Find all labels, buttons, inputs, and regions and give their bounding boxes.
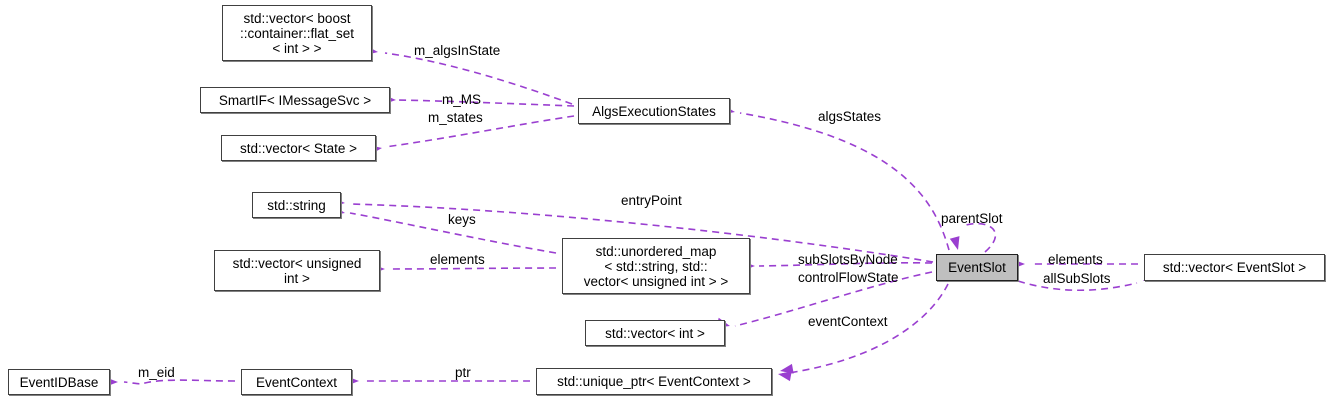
node-label-std_string: std::string xyxy=(267,197,326,213)
node-label-smartif: SmartIF< IMessageSvc > xyxy=(218,92,372,108)
node-event_slot[interactable]: EventSlot xyxy=(936,254,1018,281)
arrow-parentslot-self xyxy=(949,236,960,250)
edge-label-m_algsInState: m_algsInState xyxy=(414,43,501,58)
edge-label-controlFlowState: controlFlowState xyxy=(798,270,899,285)
edge-label-allSubSlots: allSubSlots xyxy=(1043,271,1111,286)
edge-algsStates xyxy=(739,112,950,251)
node-label-algs_exec_states: AlgsExecutionStates xyxy=(592,103,716,119)
node-event_id_base[interactable]: EventIDBase xyxy=(8,369,110,395)
node-unordered_map[interactable]: std::unordered_map < std::string, std:: … xyxy=(562,238,750,294)
edge-label-elements_right: elements xyxy=(1048,252,1103,267)
node-label-event_slot: EventSlot xyxy=(948,260,1006,275)
edge-label-keys: keys xyxy=(448,212,476,227)
edge-eventContext xyxy=(781,283,949,375)
edge-label-subSlotsByNode: subSlotsByNode xyxy=(798,252,898,267)
edge-label-eventContext: eventContext xyxy=(808,314,888,329)
node-vector_flat_set[interactable]: std::vector< boost ::container::flat_set… xyxy=(222,5,372,61)
edge-mMS xyxy=(397,99,575,107)
edge-label-m_states: m_states xyxy=(428,110,483,125)
edge-label-algsStates: algsStates xyxy=(818,109,882,124)
edge-parentSlot xyxy=(962,222,997,253)
node-event_context[interactable]: EventContext xyxy=(241,369,352,395)
node-label-vector_flat_set: std::vector< boost ::container::flat_set… xyxy=(239,10,355,56)
node-label-unordered_map: std::unordered_map < std::string, std:: … xyxy=(583,243,729,289)
edge-meid xyxy=(123,379,236,385)
edge-label-m_MS: m_MS xyxy=(442,92,482,107)
edge-label-entryPoint: entryPoint xyxy=(621,193,682,208)
edge-label-m_eid: m_eid xyxy=(138,365,175,380)
edge-elements-left xyxy=(388,267,557,270)
node-label-event_context: EventContext xyxy=(255,374,338,390)
node-label-vector_state: std::vector< State > xyxy=(239,140,358,156)
node-label-event_id_base: EventIDBase xyxy=(19,374,99,390)
node-std_string[interactable]: std::string xyxy=(252,192,341,218)
node-label-vector_eventslot: std::vector< EventSlot > xyxy=(1162,260,1307,275)
node-vector_state[interactable]: std::vector< State > xyxy=(221,135,376,161)
node-label-vector_int: std::vector< int > xyxy=(605,325,705,341)
edge-label-elements_left: elements xyxy=(430,252,485,267)
node-vector_int[interactable]: std::vector< int > xyxy=(585,320,725,346)
node-unique_ptr[interactable]: std::unique_ptr< EventContext > xyxy=(536,368,772,395)
node-vector_uint[interactable]: std::vector< unsigned int > xyxy=(214,250,380,291)
arrow-unique-ptr-right xyxy=(780,363,794,374)
edge-label-parentSlot: parentSlot xyxy=(941,211,1003,226)
node-label-vector_uint: std::vector< unsigned int > xyxy=(232,255,362,286)
node-label-unique_ptr: std::unique_ptr< EventContext > xyxy=(557,374,751,389)
node-vector_eventslot[interactable]: std::vector< EventSlot > xyxy=(1144,254,1325,281)
node-smartif[interactable]: SmartIF< IMessageSvc > xyxy=(200,87,390,113)
node-algs_exec_states[interactable]: AlgsExecutionStates xyxy=(578,98,730,124)
edge-label-ptr: ptr xyxy=(455,365,471,380)
arrow-unique-ptr xyxy=(778,371,792,382)
